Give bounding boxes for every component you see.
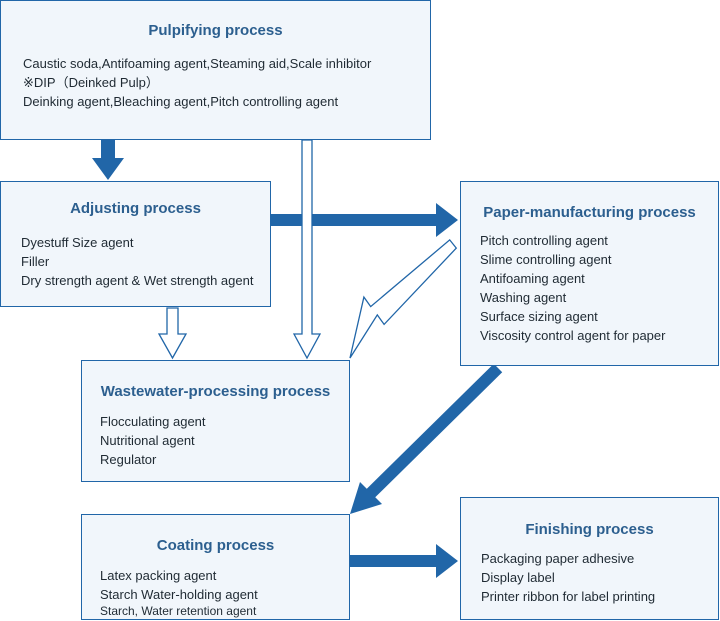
list-item: Flocculating agent [100, 414, 206, 429]
list-item: Printer ribbon for label printing [481, 589, 656, 604]
arrow-pulpifying-to-adjusting [92, 140, 124, 180]
coating-process-title: Coating process [156, 537, 275, 554]
list-item: Pitch controlling agent [480, 233, 608, 248]
list-item: ※DIP（Deinked Pulp） [23, 75, 159, 90]
arrow-paper-to-coating-head [350, 482, 382, 514]
arrow-paper-to-wastewater [349, 238, 458, 359]
pulpifying-process-items: Caustic soda,Antifoaming agent,Steaming … [23, 54, 371, 111]
arrow-pulpifying-to-wastewater [292, 139, 322, 360]
list-item: Slime controlling agent [480, 252, 612, 267]
finishing-process-title: Finishing process [525, 521, 654, 538]
arrow-paper-to-coating-shaft [365, 363, 503, 499]
list-item: Latex packing agent [100, 568, 217, 583]
wastewater-processing-process-title: Wastewater-processing process [100, 383, 331, 400]
list-item: Starch, Water retention agent [100, 604, 257, 618]
finishing-process-items: Packaging paper adhesive Display label P… [481, 549, 655, 606]
paper-manufacturing-process-box: Paper-manufacturing process Pitch contro… [460, 181, 719, 366]
wastewater-processing-process-items: Flocculating agent Nutritional agent Reg… [100, 412, 206, 469]
adjusting-process-title: Adjusting process [70, 200, 201, 217]
arrow-adjusting-to-paper [271, 203, 458, 237]
pulpifying-process-box: Pulpifying process Caustic soda,Antifoam… [0, 0, 431, 140]
paper-manufacturing-process-title: Paper-manufacturing process [483, 204, 696, 221]
list-item: Antifoaming agent [480, 271, 585, 286]
adjusting-process-items: Dyestuff Size agent Filler Dry strength … [21, 233, 253, 290]
list-item: Regulator [100, 452, 157, 467]
list-item: Display label [481, 570, 555, 585]
pulpifying-process-title: Pulpifying process [148, 22, 283, 39]
list-item: Washing agent [480, 290, 567, 305]
list-item: Dyestuff Size agent [21, 235, 134, 250]
adjusting-process-box: Adjusting process Dyestuff Size agent Fi… [0, 181, 271, 307]
list-item: Filler [21, 254, 50, 269]
list-item: Deinking agent,Bleaching agent,Pitch con… [23, 94, 339, 109]
list-item: Viscosity control agent for paper [480, 328, 666, 343]
list-item: Caustic soda,Antifoaming agent,Steaming … [23, 56, 372, 71]
list-item: Starch Water-holding agent [100, 587, 258, 602]
coating-process-items: Latex packing agent Starch Water-holding… [100, 566, 258, 619]
paper-manufacturing-process-items: Pitch controlling agent Slime controllin… [480, 231, 665, 345]
arrow-coating-to-finishing [350, 544, 458, 578]
list-item: Dry strength agent & Wet strength agent [21, 273, 254, 288]
wastewater-processing-process-box: Wastewater-processing process Flocculati… [81, 360, 350, 482]
list-item: Surface sizing agent [480, 309, 598, 324]
coating-process-box: Coating process Latex packing agent Star… [81, 514, 350, 620]
list-item: Packaging paper adhesive [481, 551, 635, 566]
finishing-process-box: Finishing process Packaging paper adhesi… [460, 497, 719, 620]
arrow-adjusting-to-wastewater [157, 307, 188, 360]
list-item: Nutritional agent [100, 433, 195, 448]
